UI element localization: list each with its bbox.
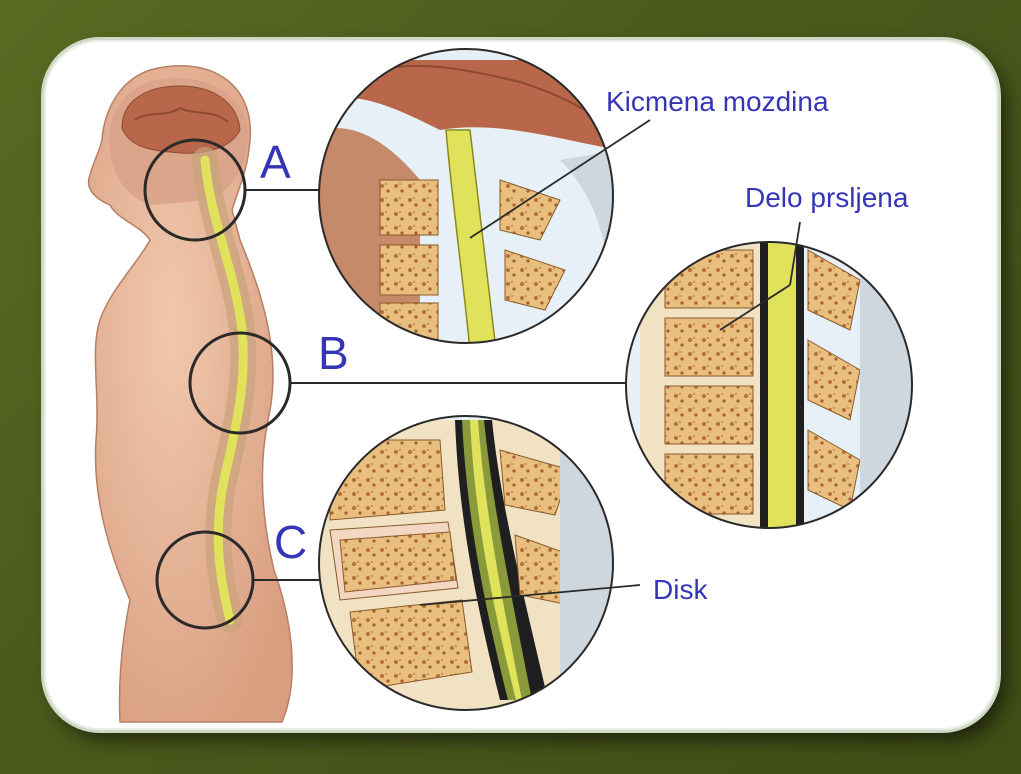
label-disc: Disk — [653, 574, 707, 606]
region-c-letter: C — [274, 515, 307, 569]
label-spinal-cord: Kicmena mozdina — [606, 86, 829, 118]
detail-a-cervical — [319, 49, 650, 350]
region-b-letter: B — [318, 326, 349, 380]
region-a-letter: A — [260, 135, 291, 189]
detail-c-lumbar — [319, 416, 640, 710]
label-vertebra-part: Delo prsljena — [745, 182, 908, 214]
detail-b-thoracic — [626, 222, 920, 540]
